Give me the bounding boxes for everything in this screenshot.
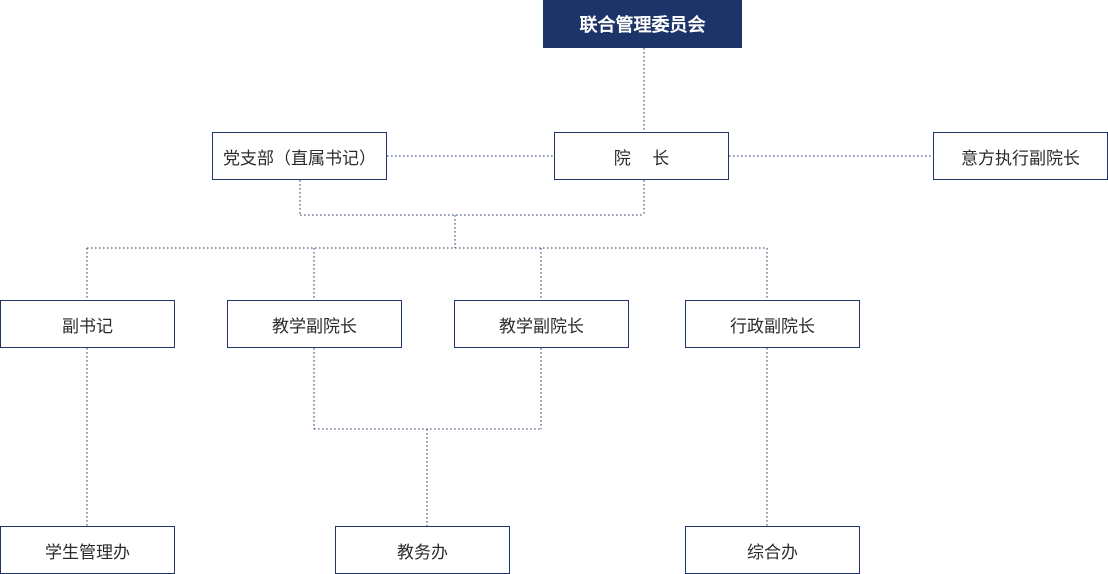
node-foreign-executive-vice-dean: 意方执行副院长 — [933, 132, 1108, 180]
node-dean: 院 长 — [554, 132, 729, 180]
node-teaching-vice-dean-2: 教学副院长 — [454, 300, 629, 348]
node-academic-affairs-office: 教务办 — [335, 526, 510, 574]
node-administrative-vice-dean: 行政副院长 — [685, 300, 860, 348]
node-general-office: 综合办 — [685, 526, 860, 574]
node-party-branch: 党支部（直属书记） — [212, 132, 387, 180]
node-teaching-vice-dean-1: 教学副院长 — [227, 300, 402, 348]
node-joint-management-committee: 联合管理委员会 — [543, 0, 742, 48]
node-deputy-secretary: 副书记 — [0, 300, 175, 348]
node-student-affairs-office: 学生管理办 — [0, 526, 175, 574]
